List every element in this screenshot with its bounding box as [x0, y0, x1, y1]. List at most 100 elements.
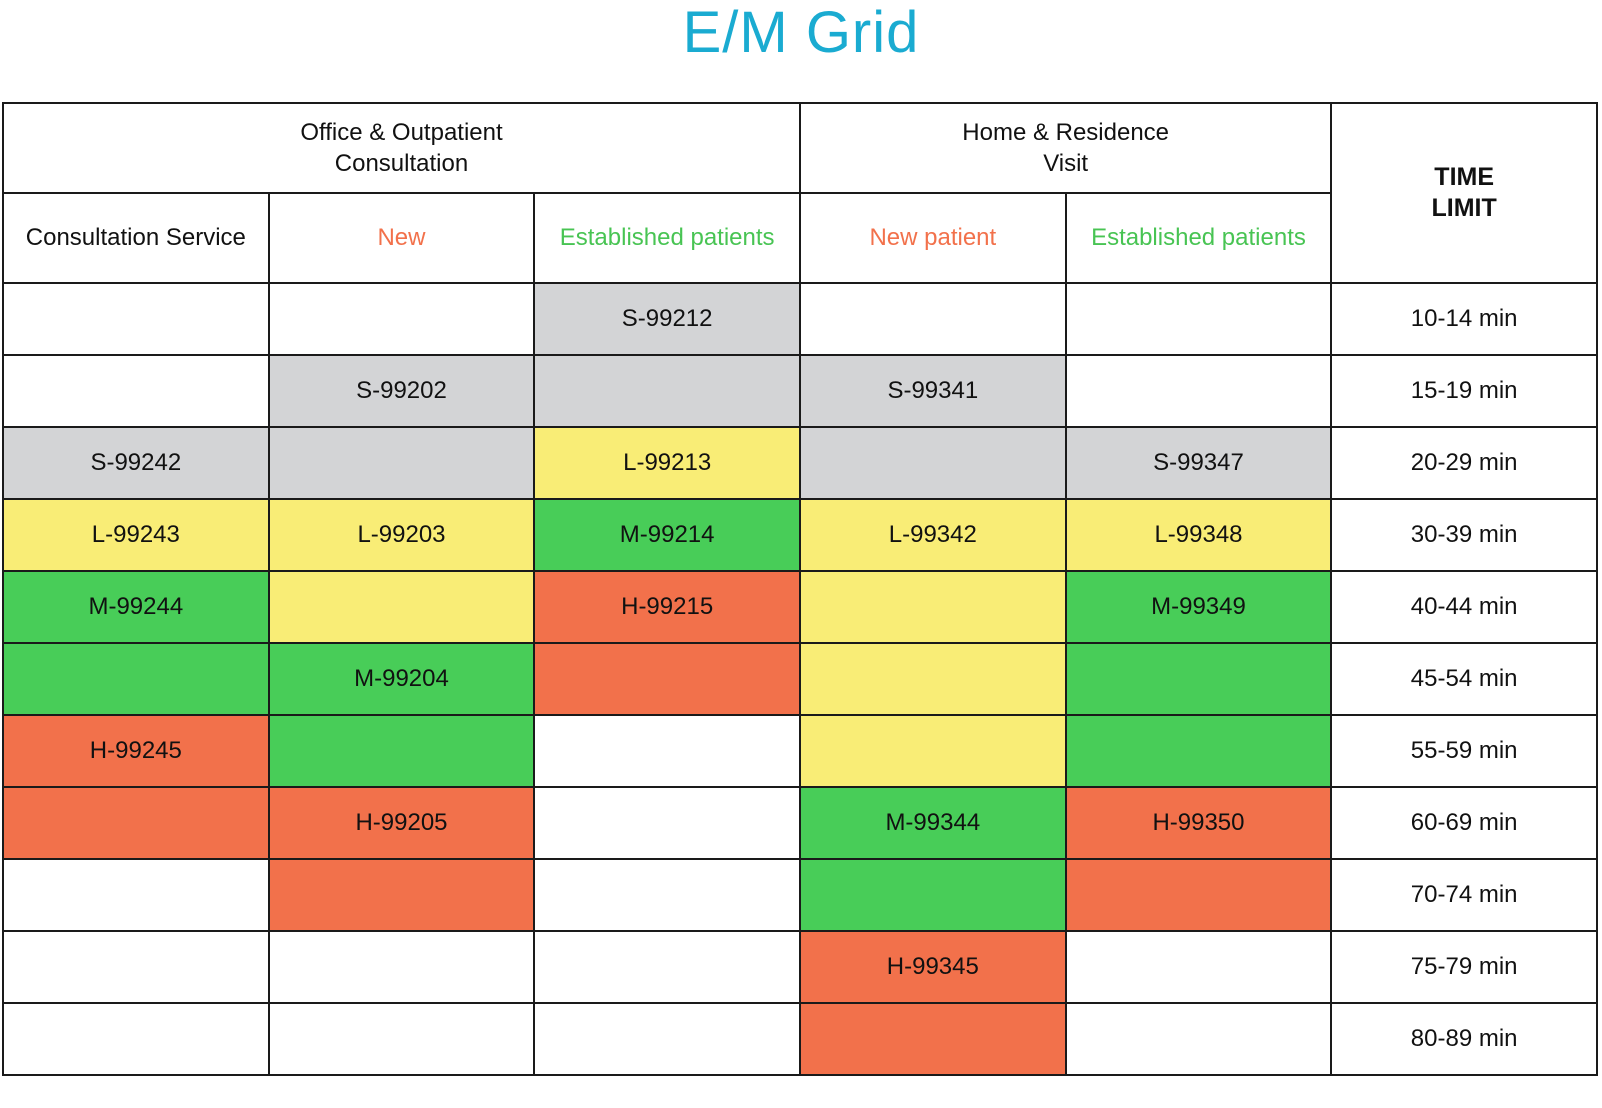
time-limit-header-line1: TIME	[1434, 163, 1495, 191]
code-cell	[2, 858, 270, 932]
table-row: L-99243 L-99203 M-99214 L-99342 L-99348 …	[2, 498, 1598, 572]
code-cell	[1064, 282, 1333, 356]
code-cell: S-99347	[1064, 426, 1333, 500]
code-cell	[533, 642, 801, 716]
code-cell	[798, 570, 1067, 644]
code-cell: L-99243	[2, 498, 270, 572]
code-cell: H-99205	[267, 786, 536, 860]
time-limit-header-line2: LIMIT	[1431, 194, 1497, 222]
em-grid-table: Office & Outpatient Consultation Home & …	[2, 102, 1598, 1076]
column-header-home-established: Established patients	[1064, 192, 1333, 284]
code-cell	[533, 354, 801, 428]
code-cell	[2, 354, 270, 428]
code-cell: H-99245	[2, 714, 270, 788]
code-cell	[798, 642, 1067, 716]
page-title: E/M Grid	[682, 0, 920, 65]
group-header-office: Office & Outpatient Consultation	[2, 102, 801, 194]
code-cell	[533, 714, 801, 788]
time-cell: 15-19 min	[1330, 354, 1598, 428]
code-cell: S-99202	[267, 354, 536, 428]
code-cell	[533, 1002, 801, 1076]
table-row: M-99204 45-54 min	[2, 642, 1598, 716]
code-cell: L-99342	[798, 498, 1067, 572]
code-cell: S-99341	[798, 354, 1067, 428]
table-row: S-99242 L-99213 S-99347 20-29 min	[2, 426, 1598, 500]
grid-body: S-99212 10-14 min S-99202 S-99341 15-19 …	[2, 282, 1598, 1076]
code-cell	[2, 282, 270, 356]
code-cell: S-99242	[2, 426, 270, 500]
column-header-label: New	[377, 224, 426, 251]
code-cell: H-99350	[1064, 786, 1333, 860]
time-cell: 45-54 min	[1330, 642, 1598, 716]
code-cell	[798, 282, 1067, 356]
column-header-label: Established patients	[559, 224, 775, 251]
table-row: S-99202 S-99341 15-19 min	[2, 354, 1598, 428]
code-cell	[533, 930, 801, 1004]
code-cell	[1064, 1002, 1333, 1076]
time-limit-header: TIME LIMIT	[1330, 102, 1598, 284]
table-row: H-99205 M-99344 H-99350 60-69 min	[2, 786, 1598, 860]
code-cell: M-99214	[533, 498, 801, 572]
code-cell: M-99344	[798, 786, 1067, 860]
code-cell	[798, 858, 1067, 932]
time-cell: 30-39 min	[1330, 498, 1598, 572]
code-cell	[267, 714, 536, 788]
code-cell	[2, 930, 270, 1004]
time-cell: 70-74 min	[1330, 858, 1598, 932]
code-cell: M-99349	[1064, 570, 1333, 644]
code-cell	[2, 1002, 270, 1076]
column-header-office-established: Established patients	[533, 192, 801, 284]
code-cell: H-99215	[533, 570, 801, 644]
code-cell	[1064, 930, 1333, 1004]
column-header-label: New patient	[869, 224, 997, 251]
code-cell	[2, 786, 270, 860]
column-header-label: Consultation Service	[25, 224, 246, 251]
group-header-office-line1: Office & Outpatient	[300, 119, 503, 146]
code-cell	[798, 426, 1067, 500]
table-row: 80-89 min	[2, 1002, 1598, 1076]
group-header-row: Office & Outpatient Consultation Home & …	[2, 102, 1598, 284]
code-cell: L-99203	[267, 498, 536, 572]
code-cell	[533, 858, 801, 932]
code-cell	[533, 786, 801, 860]
code-cell: M-99204	[267, 642, 536, 716]
column-header-row: Consultation Service New Established pat…	[2, 192, 1597, 284]
time-cell: 60-69 min	[1330, 786, 1598, 860]
table-row: H-99245 55-59 min	[2, 714, 1598, 788]
code-cell	[267, 1002, 536, 1076]
code-cell: S-99212	[533, 282, 801, 356]
group-header-home-line1: Home & Residence	[962, 119, 1170, 146]
table-row: 70-74 min	[2, 858, 1598, 932]
code-cell	[267, 858, 536, 932]
code-cell	[2, 642, 270, 716]
column-header-office-new: New	[267, 192, 536, 284]
time-cell: 20-29 min	[1330, 426, 1598, 500]
time-cell: 75-79 min	[1330, 930, 1598, 1004]
time-cell: 10-14 min	[1330, 282, 1598, 356]
group-header-office-line2: Consultation	[334, 150, 469, 177]
group-header-home: Home & Residence Visit	[798, 102, 1333, 194]
group-header-home-line2: Visit	[1043, 150, 1089, 177]
time-cell: 80-89 min	[1330, 1002, 1598, 1076]
time-cell: 55-59 min	[1330, 714, 1598, 788]
code-cell	[1064, 714, 1333, 788]
code-cell: L-99348	[1064, 498, 1333, 572]
time-cell: 40-44 min	[1330, 570, 1598, 644]
table-row: S-99212 10-14 min	[2, 282, 1598, 356]
code-cell	[798, 714, 1067, 788]
code-cell	[1064, 642, 1333, 716]
code-cell	[267, 570, 536, 644]
code-cell	[798, 1002, 1067, 1076]
code-cell	[267, 282, 536, 356]
code-cell: H-99345	[798, 930, 1067, 1004]
column-header-label: Established patients	[1091, 224, 1306, 251]
table-row: M-99244 H-99215 M-99349 40-44 min	[2, 570, 1598, 644]
code-cell	[1064, 354, 1333, 428]
table-row: H-99345 75-79 min	[2, 930, 1598, 1004]
code-cell	[1064, 858, 1333, 932]
column-header-home-new: New patient	[798, 192, 1067, 284]
code-cell: M-99244	[2, 570, 270, 644]
code-cell	[267, 426, 536, 500]
code-cell: L-99213	[533, 426, 801, 500]
column-header-consultation-service: Consultation Service	[2, 192, 270, 284]
